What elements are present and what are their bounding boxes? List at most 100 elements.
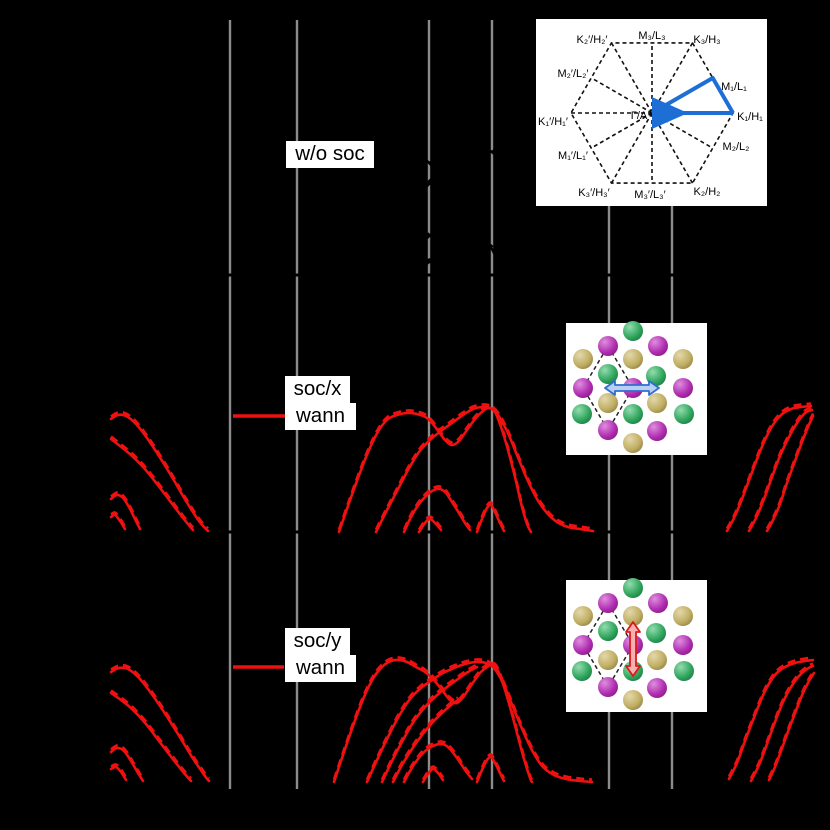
band-curve-dashed <box>110 744 145 780</box>
band-curve <box>475 755 506 784</box>
bz-label: K₁′/H₁′ <box>538 116 568 128</box>
bz-label: K₃′/H₃′ <box>578 187 610 199</box>
band-curve <box>475 246 506 277</box>
green-atom <box>646 366 666 386</box>
band-curve-dashed <box>421 765 445 781</box>
band-curve-dashed <box>747 149 813 273</box>
crystal-structure-inset-x <box>566 321 707 455</box>
green-atom <box>623 404 643 424</box>
band-curve-dashed <box>417 515 443 531</box>
band-curve <box>337 149 533 277</box>
green-atom <box>572 661 592 681</box>
bz-spoke-vertex <box>610 42 653 114</box>
bz-spoke-midedge <box>651 112 714 149</box>
purple-atom <box>573 635 593 655</box>
green-atom <box>623 578 643 598</box>
panel-label-soc-y: soc/y <box>285 628 350 655</box>
tan-atom <box>573 606 593 626</box>
green-atom <box>674 404 694 424</box>
band-curve-dashed <box>110 763 128 779</box>
band-curve-dashed <box>402 228 472 274</box>
bz-label: M₂/L₂ <box>722 141 750 153</box>
panel-label-wo-soc: w/o soc <box>286 141 374 168</box>
band-curve-dashed <box>110 663 210 780</box>
band-curve-dashed <box>391 696 459 781</box>
purple-atom <box>598 677 618 697</box>
bz-label: K₃/H₃ <box>693 34 721 46</box>
tan-atom <box>623 690 643 710</box>
band-curve <box>475 503 506 534</box>
band-curve-dashed <box>749 662 814 780</box>
polarization-arrow-svg <box>604 380 660 396</box>
band-curve <box>417 517 443 534</box>
band-curve-dashed <box>475 501 506 530</box>
tan-atom <box>623 606 643 626</box>
band-curve-dashed <box>110 491 142 528</box>
tan-atom <box>573 349 593 369</box>
tan-atom <box>623 433 643 453</box>
band-curve <box>109 180 195 275</box>
purple-atom <box>673 378 693 398</box>
band-curve-dashed <box>110 153 209 273</box>
band-curve-dashed <box>765 412 815 530</box>
band-curve-dashed <box>365 658 593 781</box>
unit-cell-svg <box>582 344 634 432</box>
band-curve <box>109 156 210 276</box>
bz-label: M₃/L₃ <box>638 30 666 42</box>
band-curve-dashed <box>110 689 192 780</box>
band-curve-dashed <box>374 146 594 274</box>
purple-atom <box>648 336 668 356</box>
tan-atom <box>673 349 693 369</box>
band-curve-dashed <box>417 258 443 274</box>
band-curve-dashed <box>337 404 533 531</box>
band-curve <box>109 691 193 783</box>
band-curve <box>417 260 443 277</box>
green-atom <box>674 661 694 681</box>
band-curve-dashed <box>337 147 533 274</box>
band-curve <box>109 413 210 533</box>
unit-cell-diamond <box>582 601 634 689</box>
green-atom <box>623 321 643 341</box>
band-curve-dashed <box>725 145 812 273</box>
band-curve-dashed <box>110 410 209 530</box>
bz-label: M₁′/L₁′ <box>558 150 588 162</box>
bz-label: K₁/H₁ <box>737 111 763 123</box>
band-curve <box>421 767 445 784</box>
bz-spoke-midedge <box>590 77 653 114</box>
band-curve <box>402 742 474 784</box>
purple-atom <box>673 635 693 655</box>
bz-hexagon <box>570 42 734 184</box>
purple-atom <box>598 336 618 356</box>
band-curve <box>337 406 533 534</box>
band-curve-dashed <box>402 485 472 531</box>
band-curve-dashed <box>475 244 506 273</box>
band-curve-dashed <box>747 406 813 530</box>
bz-hexagon-svg <box>570 42 735 184</box>
unit-cell-diamond <box>582 344 634 432</box>
legend-label-wann-y: wann <box>285 655 356 682</box>
band-curve-dashed <box>110 435 194 529</box>
band-curve <box>749 664 815 783</box>
bz-label: Γ/A <box>630 110 648 122</box>
band-curve-dashed <box>725 402 812 530</box>
green-atom <box>598 364 618 384</box>
tan-atom <box>647 650 667 670</box>
band-curve-dashed <box>727 656 814 778</box>
bz-label: K₂′/H₂′ <box>576 34 608 46</box>
band-curve-dashed <box>110 254 127 271</box>
legend-label-wann-x: wann <box>285 403 356 430</box>
tan-atom <box>598 393 618 413</box>
purple-atom <box>647 421 667 441</box>
green-atom <box>598 621 618 641</box>
tan-atom <box>673 606 693 626</box>
band-curve <box>109 666 211 783</box>
purple-atom <box>647 678 667 698</box>
panel-label-soc-x: soc/x <box>285 376 350 403</box>
band-curve-dashed <box>332 656 534 781</box>
purple-atom <box>573 378 593 398</box>
polarization-arrow-svg <box>625 621 641 677</box>
green-atom <box>646 623 666 643</box>
bz-label: M₁/L₁ <box>721 81 747 93</box>
